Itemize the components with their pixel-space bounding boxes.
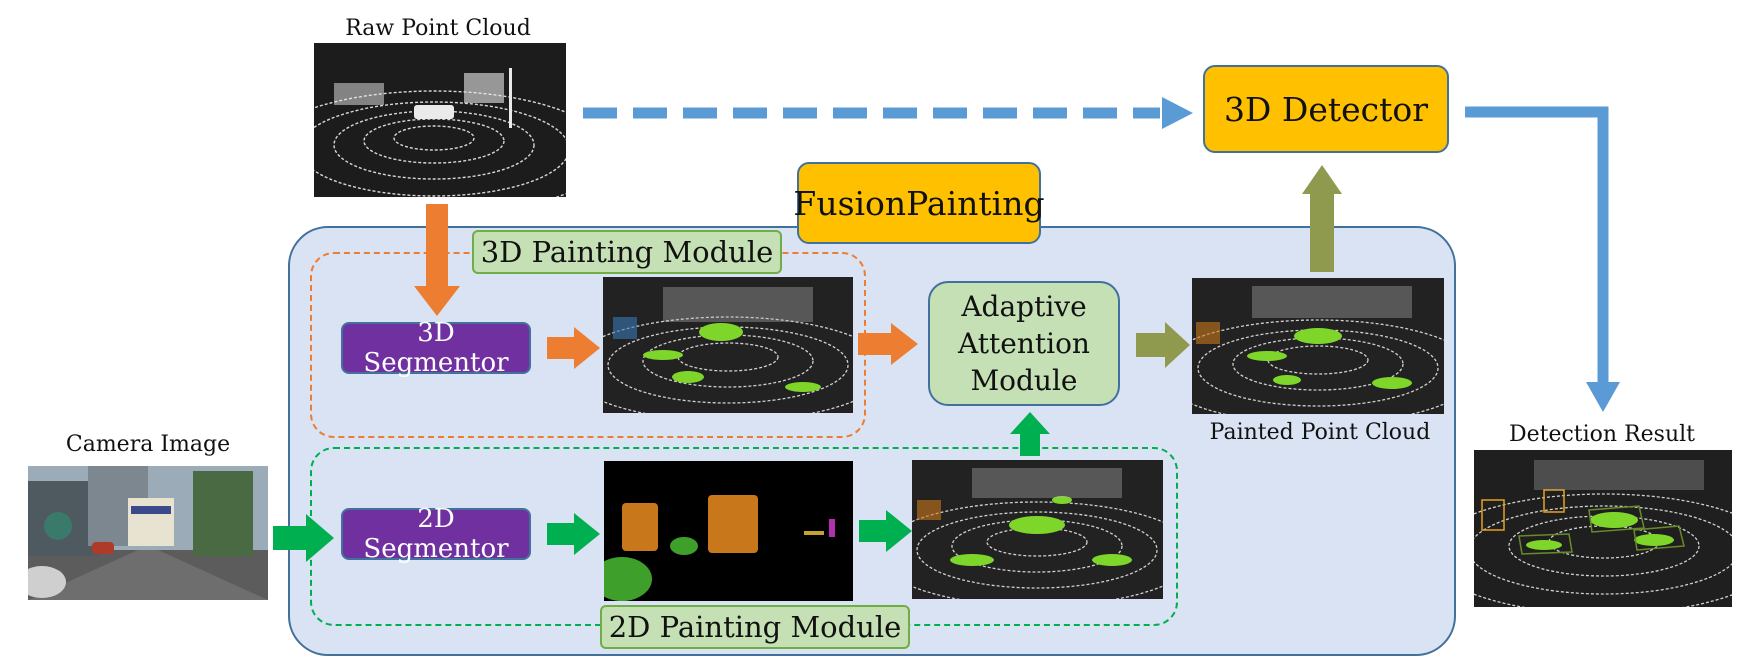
detection-boxes-scan: [1474, 450, 1732, 607]
painting-2d-module-label: 2D Painting Module: [600, 605, 910, 649]
green-right-arrow-1-shaft: [273, 526, 307, 550]
painted-point-cloud-caption: Painted Point Cloud: [1209, 420, 1431, 445]
semantic-segmentation-image: [604, 461, 853, 601]
raw-point-cloud-scan: [314, 43, 566, 197]
fusion-painting-label: FusionPainting: [793, 162, 1045, 244]
painted-3d-scan: [603, 277, 853, 413]
attention-line-3: Module: [970, 364, 1078, 397]
painted-point-cloud-image: [1192, 278, 1444, 414]
painted-2d-point-cloud-image: [912, 460, 1163, 599]
painted-2d-scan: [912, 460, 1163, 599]
orange-right-arrow-1-shaft: [547, 337, 575, 359]
camera-image: [28, 466, 268, 600]
detection-result-caption: Detection Result: [1508, 422, 1696, 447]
raw-point-cloud-caption: Raw Point Cloud: [345, 16, 531, 41]
green-right-arrow-3-head: [886, 510, 912, 552]
street-scene: [28, 466, 268, 600]
elbow-blue-arrow-head: [1586, 382, 1620, 412]
segmentor-3d-box: 3D Segmentor: [341, 318, 531, 378]
olive-up-arrow-shaft: [1310, 192, 1334, 272]
orange-right-arrow-2-head: [891, 323, 918, 365]
painting-3d-module-label: 3D Painting Module: [472, 230, 782, 274]
fused-painted-scan: [1192, 278, 1444, 414]
green-up-arrow-shaft: [1020, 432, 1040, 456]
green-right-arrow-3-shaft: [859, 520, 887, 542]
dashed-blue-arrow-head: [1162, 97, 1193, 129]
segmentor-2d-box: 2D Segmentor: [341, 504, 531, 564]
orange-right-arrow-1-head: [574, 327, 600, 369]
painted-3d-point-cloud-image: [603, 277, 853, 413]
attention-line-1: Adaptive: [961, 290, 1087, 323]
orange-right-arrow-2-shaft: [858, 333, 892, 355]
olive-right-arrow-head: [1165, 322, 1190, 368]
elbow-blue-arrow-shaft: [1465, 106, 1609, 385]
green-right-arrow-2-shaft: [547, 523, 575, 545]
attention-line-2: Attention: [958, 327, 1090, 360]
green-right-arrow-1-head: [306, 514, 334, 562]
detection-result-image: [1474, 450, 1732, 607]
orange-down-arrow-shaft: [426, 204, 448, 288]
olive-up-arrow-head: [1302, 165, 1342, 194]
green-up-arrow-head: [1010, 412, 1050, 434]
segmentation-mask: [604, 461, 853, 601]
orange-down-arrow-head: [414, 286, 460, 316]
detector-3d-box: 3D Detector: [1203, 65, 1449, 153]
camera-image-caption: Camera Image: [65, 432, 231, 457]
green-right-arrow-2-head: [574, 513, 600, 555]
raw-point-cloud-image: [314, 43, 566, 197]
adaptive-attention-module-box: Adaptive Attention Module: [928, 281, 1120, 406]
olive-right-arrow-shaft: [1136, 333, 1166, 357]
